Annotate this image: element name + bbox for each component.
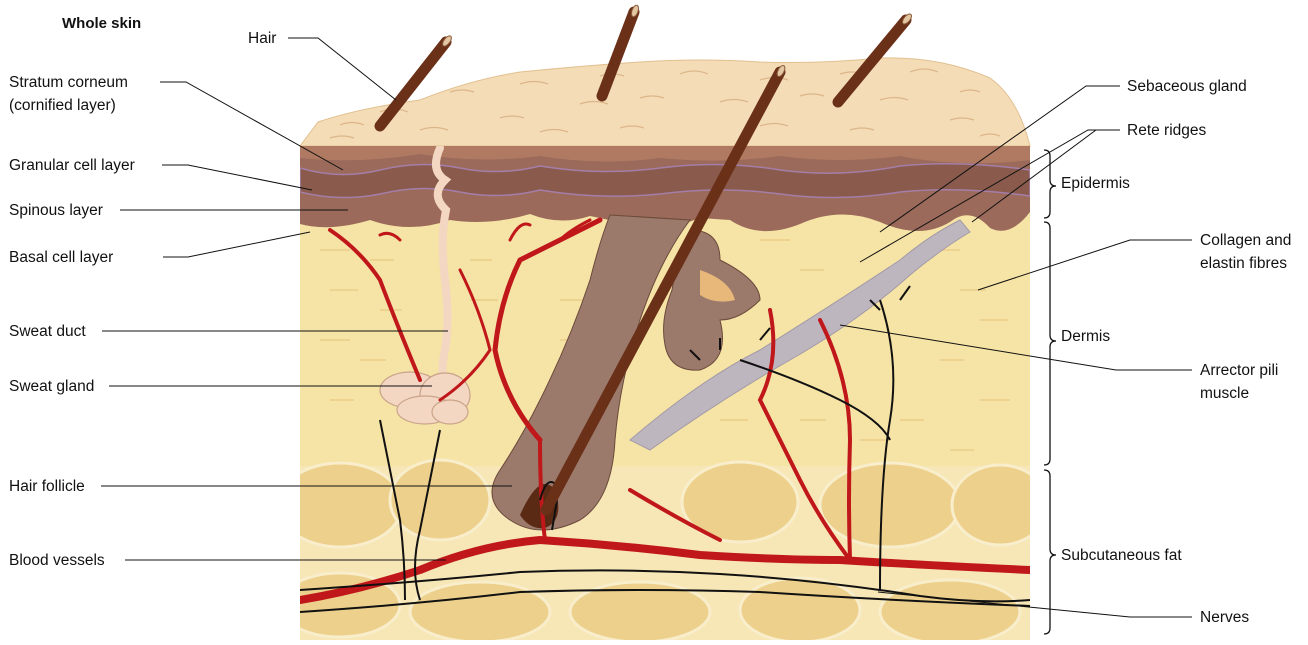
label-granular-cell-layer: Granular cell layer [9,156,135,175]
stratum-corneum-surface [300,58,1030,146]
label-nerves: Nerves [1200,608,1249,627]
label-rete-ridges: Rete ridges [1127,121,1206,140]
label-stratum-corneum: Stratum corneum [9,73,128,92]
label-hair-follicle: Hair follicle [9,477,85,496]
label-subcutaneous-fat: Subcutaneous fat [1061,546,1182,565]
label-collagen: Collagen and [1200,231,1291,250]
label-epidermis: Epidermis [1061,174,1130,193]
label-hair: Hair [248,29,276,48]
label-muscle: muscle [1200,384,1249,403]
layer-braces [1044,150,1056,634]
label-sweat-gland: Sweat gland [9,377,94,396]
label-arrector-pili: Arrector pili [1200,361,1278,380]
label-dermis: Dermis [1061,327,1110,346]
label-basal-cell-layer: Basal cell layer [9,248,113,267]
label-blood-vessels: Blood vessels [9,551,105,570]
label-cornified-layer: (cornified layer) [9,96,116,115]
figure-title: Whole skin [62,14,141,33]
label-sebaceous-gland: Sebaceous gland [1127,77,1247,96]
label-spinous-layer: Spinous layer [9,201,103,220]
label-sweat-duct: Sweat duct [9,322,86,341]
label-elastin-fibres: elastin fibres [1200,254,1287,273]
